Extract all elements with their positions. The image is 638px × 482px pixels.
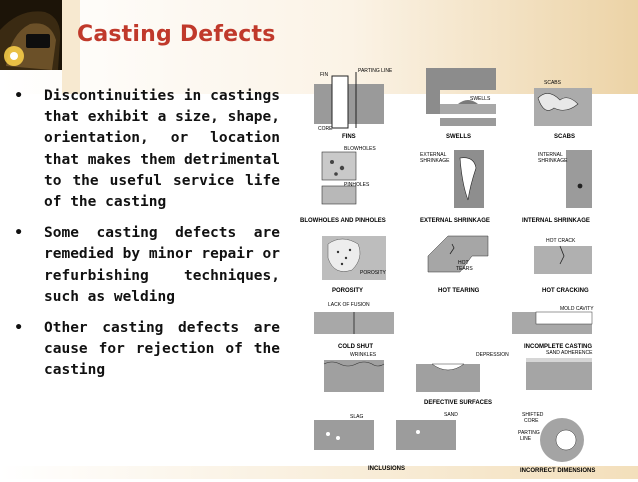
porosity-panel: POROSITY POROSITY [322,236,387,294]
bullet-marker: • [14,225,24,242]
header-band [0,0,638,94]
lack-of-fusion-label: LACK OF FUSION [328,302,370,308]
slide-title: Casting Defects [77,22,276,47]
internal-shrinkage-panel: INTERNAL SHRINKAGE INTERNAL SHRINKAGE [522,150,592,224]
depression-label: DEPRESSION [476,352,509,358]
porosity-caption: POROSITY [332,288,363,294]
scabs-label: SCABS [544,80,562,86]
bullet-text: Other casting defects are cause for reje… [44,320,280,379]
hot-tears-label-1: HOT [458,260,469,266]
fins-panel: FIN PARTING LINE CORE FINS [314,68,393,140]
internal-shrinkage-caption: INTERNAL SHRINKAGE [522,218,590,224]
cold-shut-panel: LACK OF FUSION COLD SHUT [314,302,394,350]
defects-diagram: FIN PARTING LINE CORE FINS SWELLS SWELLS… [300,68,595,474]
swells-caption: SWELLS [446,134,471,140]
defective-surfaces-panel: WRINKLES DEPRESSION SAND ADHERENCE DEFEC… [323,350,593,406]
sand-adherence-label: SAND ADHERENCE [546,350,593,356]
incomplete-casting-panel: MOLD CAVITY INCOMPLETE CASTING [512,306,594,350]
bullet-item: • Some casting defects are remedied by m… [12,223,280,308]
hot-cracking-caption: HOT CRACKING [542,288,589,294]
incorrect-dimensions-panel: SHIFTED CORE PARTING LINE INCORRECT DIME… [518,412,595,474]
internal-shrinkage-label-2: SHRINKAGE [538,158,568,164]
parting-line-label-2b: LINE [520,436,532,442]
blowholes-panel: BLOWHOLES PINHOLES BLOWHOLES AND PINHOLE… [300,146,386,224]
incomplete-casting-caption: INCOMPLETE CASTING [524,344,592,350]
bullet-text: Some casting defects are remedied by min… [44,225,280,305]
sand-label: SAND [444,412,458,418]
pinholes-label: PINHOLES [344,182,370,188]
cold-shut-caption: COLD SHUT [338,344,373,350]
inclusions-caption: INCLUSIONS [368,466,405,472]
scabs-panel: SCABS SCABS [534,80,592,140]
parting-line-label: PARTING LINE [358,68,393,74]
bullet-marker: • [14,88,24,104]
slag-label: SLAG [350,414,363,420]
external-shrinkage-panel: EXTERNAL SHRINKAGE EXTERNAL SHRINKAGE [420,150,490,224]
hot-crack-label: HOT CRACK [546,238,576,244]
swells-panel: SWELLS SWELLS [426,68,496,140]
fins-caption: FINS [342,134,356,140]
external-shrinkage-label-1: EXTERNAL [420,152,447,158]
defective-surfaces-caption: DEFECTIVE SURFACES [424,400,492,406]
hot-tearing-panel: HOT TEARS HOT TEARING [427,235,489,294]
hot-cracking-panel: HOT CRACK HOT CRACKING [534,238,592,294]
external-shrinkage-caption: EXTERNAL SHRINKAGE [420,218,490,224]
core-label: CORE [318,126,333,132]
bullet-item: • Discontinuities in castings that exhib… [12,86,280,213]
swells-label: SWELLS [470,96,491,102]
bullet-item: • Other casting defects are cause for re… [12,318,280,382]
external-shrinkage-label-2: SHRINKAGE [420,158,450,164]
incorrect-dimensions-caption: INCORRECT DIMENSIONS [520,468,595,474]
shifted-core-label-2: CORE [524,418,539,424]
hot-tearing-caption: HOT TEARING [438,288,480,294]
welder-logo [0,0,80,94]
scabs-caption: SCABS [554,134,575,140]
hot-tears-label-2: TEARS [456,266,473,272]
parting-line-label-2a: PARTING [518,430,540,436]
wrinkles-label: WRINKLES [350,352,377,358]
bullet-list: • Discontinuities in castings that exhib… [12,86,280,392]
blowholes-pinholes-caption: BLOWHOLES AND PINHOLES [300,218,386,224]
inclusions-panel: SLAG SAND INCLUSIONS [314,412,458,472]
bullet-text: Discontinuities in castings that exhibit… [44,88,280,211]
casting-defects-figure: FIN PARTING LINE CORE FINS SWELLS SWELLS… [298,58,598,478]
mold-cavity-label: MOLD CAVITY [560,306,594,312]
bullet-marker: • [14,320,24,337]
shifted-core-label-1: SHIFTED [522,412,544,418]
footer-band [0,466,638,479]
fin-label: FIN [320,72,328,78]
internal-shrinkage-label-1: INTERNAL [538,152,563,158]
blowholes-label: BLOWHOLES [344,146,376,152]
porosity-label: POROSITY [360,270,387,276]
